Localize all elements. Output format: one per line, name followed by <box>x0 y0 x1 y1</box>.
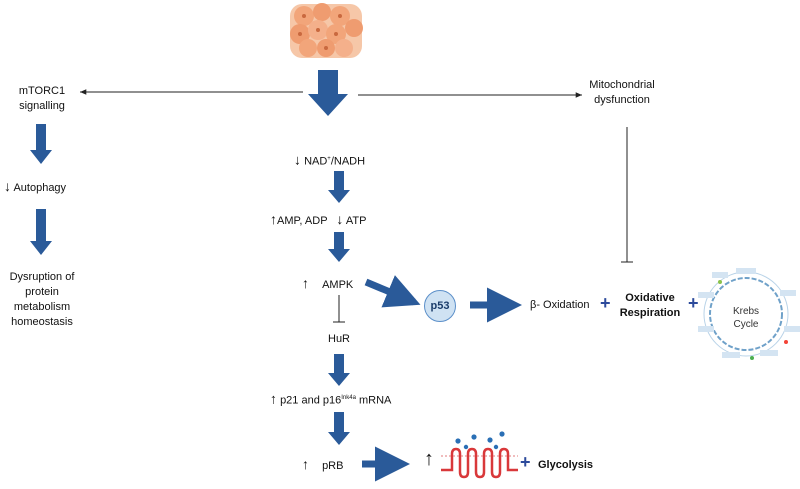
inhibition-ampk-hur <box>333 295 345 323</box>
mitochondrial-dysfunction-label: Mitochondrial dysfunction <box>589 79 655 106</box>
ampk-label: AMPK <box>322 279 354 291</box>
up-arrow-icon: ↑ <box>270 390 277 407</box>
ampk-row: ↑ AMPK <box>302 276 353 293</box>
left-column-arrows <box>30 124 52 255</box>
down-arrow-icon: ↓ <box>294 151 301 168</box>
down-arrow-icon: ↓ <box>336 211 344 227</box>
down-arrow-icon: ↓ <box>4 178 11 194</box>
prb-row: ↑ pRB <box>302 457 343 474</box>
p21-p16-row: ↑ p21 and p16Ink4a mRNA <box>270 391 391 409</box>
disruption-label: Dysruption of protein metabolism homeost… <box>9 271 75 328</box>
glycolysis-label: Glycolysis <box>538 459 594 471</box>
nadh-label: /NADH <box>330 155 366 168</box>
center-column-arrows <box>328 171 350 445</box>
inhibition-mito-oxresp <box>621 127 633 263</box>
beta-oxidation-label: β- Oxidation <box>530 299 590 311</box>
plus-glycolysis: + <box>520 452 531 472</box>
autophagy-label: Autophagy <box>13 182 67 194</box>
prb-label: pRB <box>322 460 344 472</box>
senescent-cell-cluster-icon <box>290 3 363 58</box>
up-arrow-icon: ↑ <box>270 211 277 227</box>
p53-node: p53 <box>424 290 456 322</box>
atp-label: ATP <box>345 215 367 227</box>
ink4a-superscript: Ink4a <box>341 395 356 401</box>
autophagy-row: ↓ Autophagy <box>4 179 66 196</box>
glucose-transporter-icon <box>441 431 518 479</box>
krebs-cycle-label: Krebs Cycle <box>732 306 760 330</box>
arrow-ampk-to-p53 <box>364 275 421 308</box>
plus-oxidative-respiration: + <box>688 293 699 313</box>
p21-p16-label: p21 and p16 <box>280 394 342 407</box>
up-arrow-glycolysis-icon: ↑ <box>424 448 434 470</box>
up-arrow-icon: ↑ <box>302 275 309 291</box>
nad-label: NAD <box>304 155 328 168</box>
amp-adp-atp-row: ↑AMP, ADP ↓ ATP <box>270 212 366 229</box>
mtorc1-signalling-label: mTORC1 signalling <box>18 85 66 112</box>
hur-label: HuR <box>328 333 351 345</box>
plus-beta-oxidation: + <box>600 293 611 313</box>
nad-row: ↓ NAD+/NADH <box>294 152 365 170</box>
up-arrow-icon: ↑ <box>302 456 309 472</box>
mrna-label: mRNA <box>355 394 392 407</box>
main-down-arrow <box>308 70 348 116</box>
oxidative-respiration-label: Oxidative Respiration <box>619 292 681 319</box>
nad-superscript: + <box>327 156 331 162</box>
amp-adp-label: AMP, ADP <box>277 215 328 227</box>
krebs-cycle-icon <box>698 268 800 360</box>
